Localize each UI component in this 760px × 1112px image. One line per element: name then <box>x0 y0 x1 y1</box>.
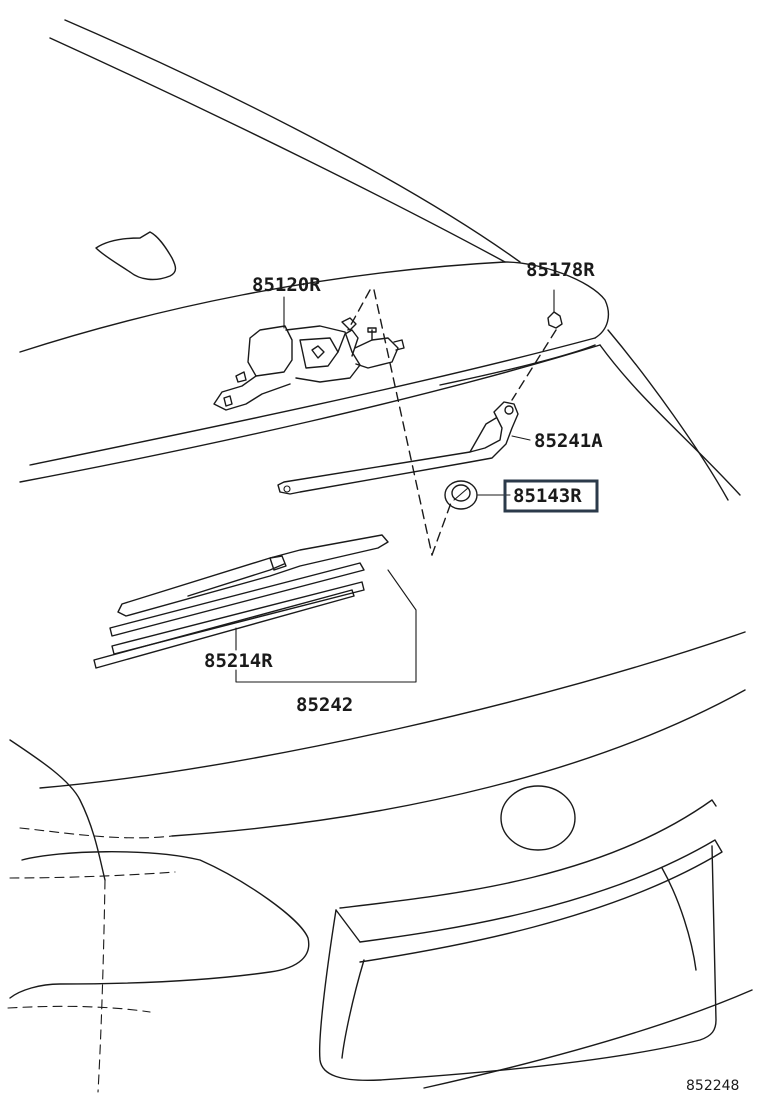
label-85242[interactable]: 85242 <box>296 694 353 716</box>
rear-window-outline <box>19 19 741 501</box>
label-85120r[interactable]: 85120R <box>252 274 321 296</box>
nut-85178r <box>547 289 563 329</box>
assembly-dashed-lines <box>347 289 557 556</box>
window-tab-shape <box>95 231 177 281</box>
wiper-motor <box>213 317 405 411</box>
wiper-blade <box>93 534 389 669</box>
highlight-box-85143r <box>503 479 599 513</box>
label-85241a[interactable]: 85241A <box>534 430 603 452</box>
diagram-code: 852248 <box>686 1078 739 1094</box>
cap-85143r <box>444 480 478 510</box>
label-85178r[interactable]: 85178R <box>526 259 595 281</box>
label-85143r[interactable]: 85143R <box>513 485 582 507</box>
wiper-arm <box>277 401 519 495</box>
emblem-circle <box>500 785 576 851</box>
trunk-body-outline <box>7 631 753 1093</box>
label-85214r[interactable]: 85214R <box>204 650 273 672</box>
leader-lines <box>235 296 531 683</box>
